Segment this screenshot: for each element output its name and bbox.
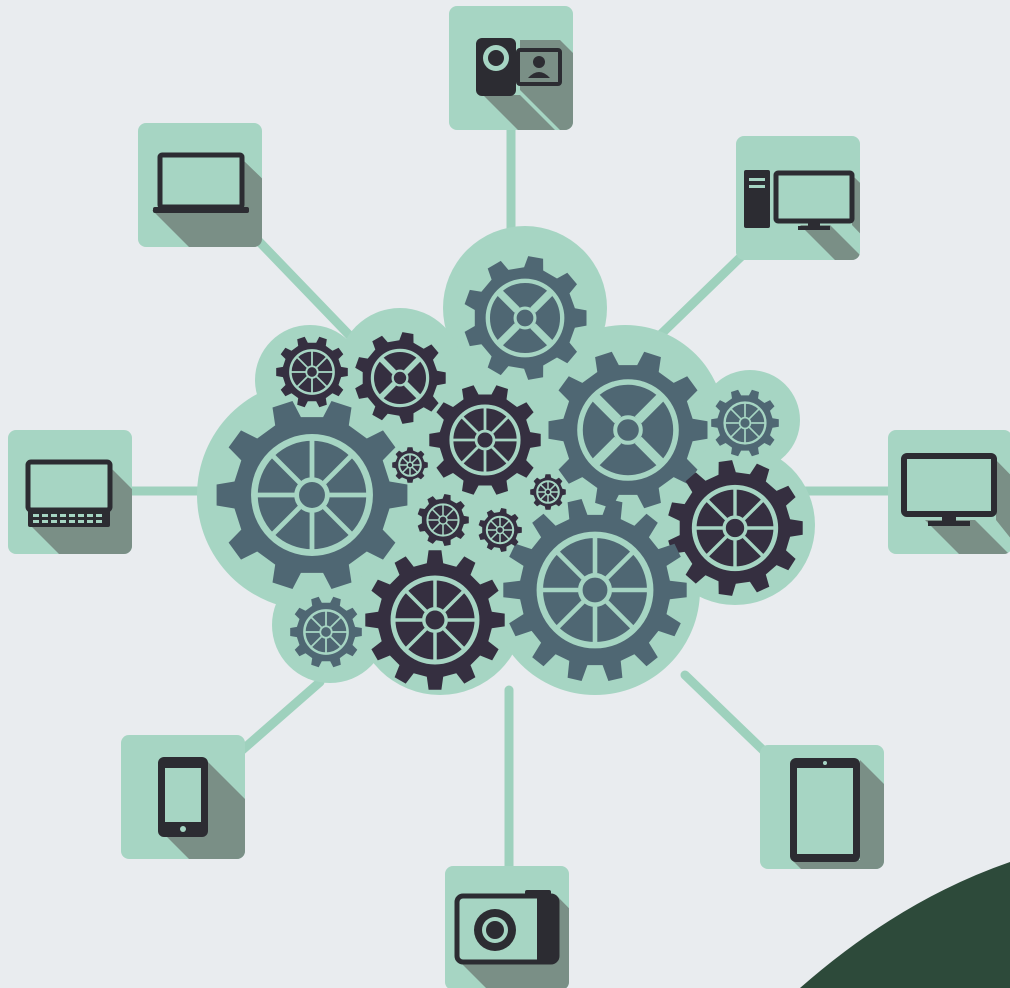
camcorder-icon [476,38,562,96]
gear-icon [365,550,505,690]
gear-icon [548,351,708,509]
device-tile-desktop-computer [736,136,860,260]
gear-icon [503,499,687,681]
gear-icon [290,596,362,668]
monitor-icon [901,453,997,526]
device-tile-camcorder [449,6,573,130]
tablet-icon [790,758,860,862]
gear-icon [464,256,587,380]
camera-icon [454,890,560,965]
device-tile-camera [445,866,569,988]
gear-icon [216,401,408,589]
netbook-keyboard-icon [25,459,113,527]
gear-icon [392,447,428,483]
gear-cluster [216,256,803,690]
connector-laptop [243,225,357,343]
gear-icon [530,474,566,510]
device-tile-tablet [760,745,884,869]
laptop-icon [153,152,249,213]
device-tile-smartphone [121,735,245,859]
gear-icon [478,508,522,552]
connector-desktop [650,243,755,345]
connector-tablet [680,670,770,757]
gear-icon [276,336,348,408]
device-tile-netbook [8,430,132,554]
device-tile-monitor [888,430,1010,554]
gear-icon [668,460,803,596]
corner-accent-shape [800,862,1010,988]
gear-icon [417,494,469,546]
gear-icon [355,332,446,424]
smartphone-icon [158,757,208,837]
desktop-computer-icon [744,170,855,230]
connector-lines [125,123,893,873]
gear-icon [711,389,779,457]
connector-phone [235,677,325,757]
device-tile-laptop [138,123,262,247]
gear-icon [429,385,541,495]
